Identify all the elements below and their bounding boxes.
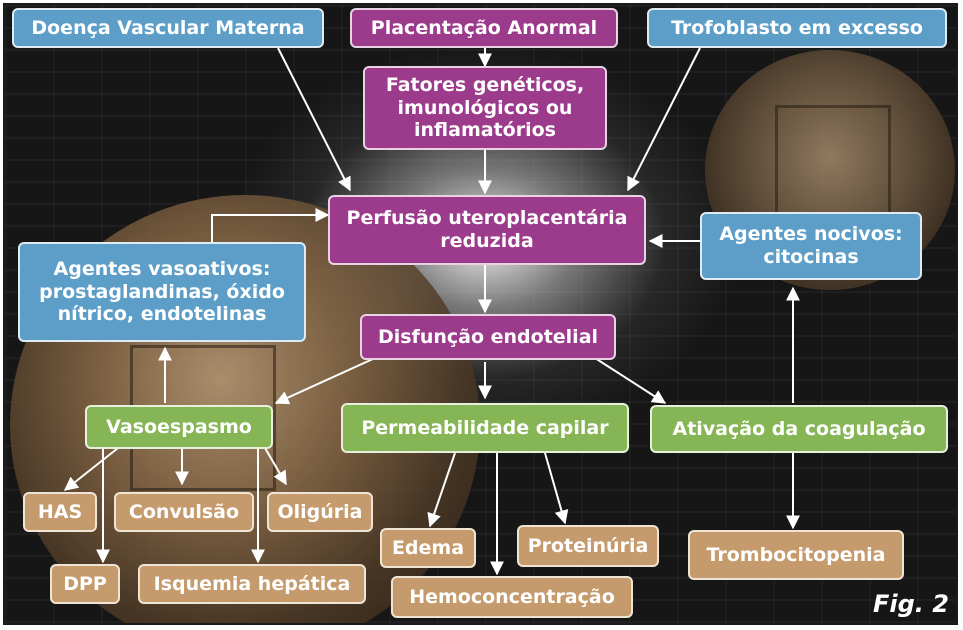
- arrow-permeabilidade-to-proteinuria: [544, 452, 569, 525]
- node-permeabilidade-capilar: Permeabilidade capilar: [341, 403, 629, 453]
- node-agentes-nocivos: Agentes nocivos: citocinas: [700, 212, 922, 280]
- arrow-doenca-to-perfusao: [277, 47, 351, 192]
- node-perfusao: Perfusão uteroplacentária reduzida: [328, 195, 646, 265]
- arrow-permeabilidade-to-edema: [427, 452, 456, 528]
- arrow-vasoativos-to-perfusao: [211, 208, 330, 242]
- arrow-disfuncao-to-vasoespasmo: [274, 357, 376, 405]
- figure-label: Fig. 2: [873, 590, 949, 618]
- node-proteinuria: Proteinúria: [517, 525, 659, 567]
- node-trofoblasto: Trofoblasto em excesso: [647, 8, 947, 48]
- node-trombocitopenia: Trombocitopenia: [688, 530, 904, 580]
- node-oliguria: Oligúria: [267, 492, 373, 532]
- node-dpp: DPP: [50, 564, 120, 604]
- node-hemoconcentracao: Hemoconcentração: [391, 576, 633, 618]
- node-placentacao-anormal: Placentação Anormal: [350, 8, 618, 48]
- node-has: HAS: [23, 492, 97, 532]
- node-ativacao-coagulacao: Ativação da coagulação: [650, 405, 948, 453]
- arrow-trofoblasto-to-perfusao: [627, 47, 701, 192]
- node-doenca-vascular: Doença Vascular Materna: [12, 8, 324, 48]
- node-isquemia-hepatica: Isquemia hepática: [138, 564, 366, 604]
- node-agentes-vasoativos: Agentes vasoativos: prostaglandinas, óxi…: [18, 242, 306, 342]
- arrow-disfuncao-to-coagulacao: [594, 357, 667, 404]
- arrow-vasoespasmo-to-has: [63, 447, 119, 491]
- node-fatores: Fatores genéticos, imunológicos ou infla…: [363, 66, 607, 150]
- node-convulsao: Convulsão: [114, 492, 254, 532]
- node-edema: Edema: [380, 528, 476, 568]
- node-disfuncao-endotelial: Disfunção endotelial: [360, 314, 616, 360]
- node-vasoespasmo: Vasoespasmo: [85, 405, 273, 449]
- arrow-vasoespasmo-to-oliguria: [264, 447, 287, 486]
